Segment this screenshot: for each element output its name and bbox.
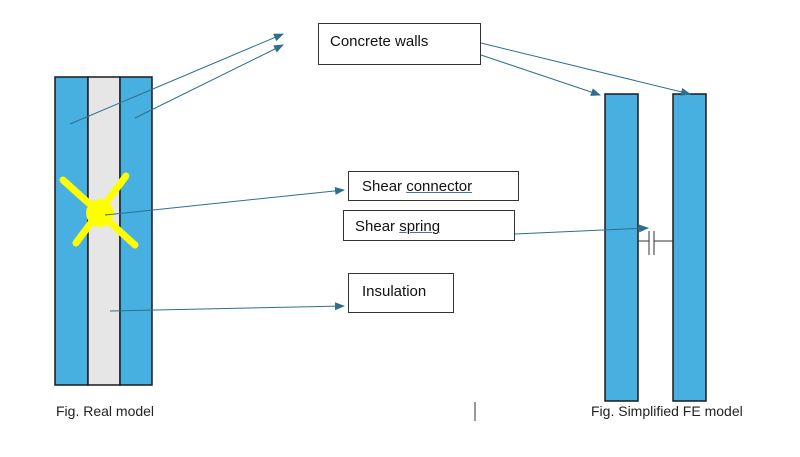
concrete-walls-text: Concrete walls — [330, 33, 429, 50]
caption-fe-model: Fig. Simplified FE model — [591, 403, 743, 419]
real-model — [54, 76, 153, 386]
shear-spring-word: spring — [399, 218, 441, 235]
arrow-label-to-fe-left-wall — [480, 54, 601, 96]
arrow-label-to-spring — [514, 224, 649, 235]
fe-wall-right — [672, 93, 707, 402]
arrow-connector-to-label — [104, 186, 345, 216]
fe-model — [604, 93, 707, 402]
shear-connector-word: connector — [406, 178, 473, 195]
shear-spring-symbol — [638, 231, 673, 255]
shear-connector-label: Shear connector — [348, 171, 519, 201]
arrow-real-right-wall-to-label — [134, 44, 284, 119]
shear-spring-prefix: Shear — [355, 218, 400, 235]
insulation-label: Insulation — [348, 273, 454, 313]
fe-wall-left — [604, 93, 639, 402]
shear-connector-symbol — [59, 172, 139, 249]
arrow-insulation-to-label — [109, 302, 345, 312]
caption-real-model: Fig. Real model — [56, 403, 155, 419]
shear-connector-prefix: Shear — [362, 178, 407, 195]
arrow-label-to-fe-right-wall — [480, 42, 691, 96]
arrow-real-left-wall-to-label — [69, 33, 284, 125]
arrows — [69, 33, 691, 312]
insulation-text: Insulation — [362, 283, 427, 300]
real-outer-wall-right — [119, 76, 153, 386]
concrete-walls-label: Concrete walls — [318, 23, 481, 65]
shear-spring-label: Shear spring — [343, 210, 515, 241]
